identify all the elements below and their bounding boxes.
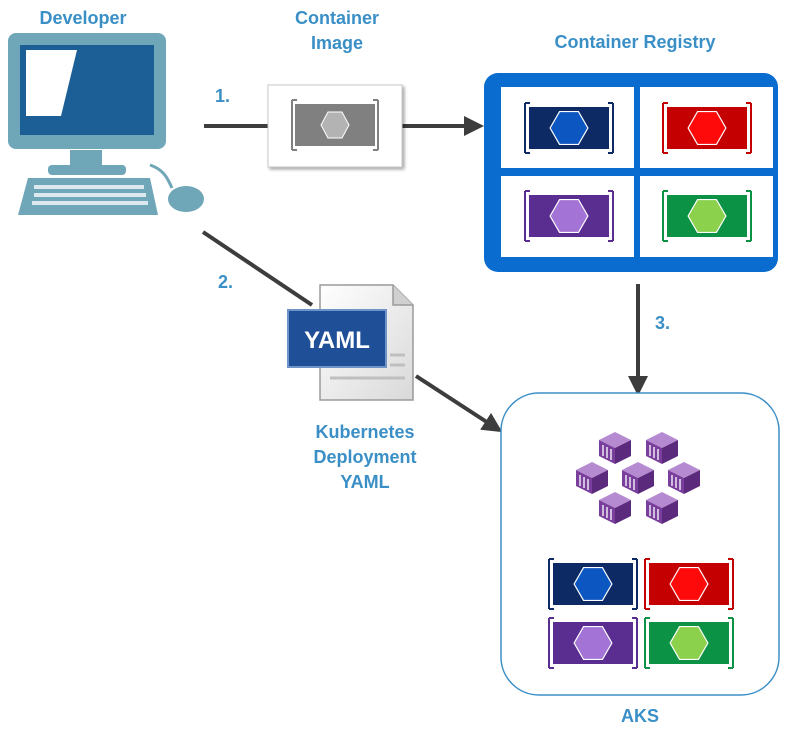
aks-label: AKS bbox=[620, 706, 659, 726]
container-image-label-line2: Image bbox=[310, 33, 364, 53]
registry-container-purple bbox=[524, 190, 614, 242]
kubernetes-yaml-label-line1: Kubernetes bbox=[315, 422, 415, 442]
kube-cube-2 bbox=[576, 462, 608, 494]
registry-containers bbox=[524, 102, 752, 242]
kube-cube-1 bbox=[646, 432, 678, 464]
step-3-label: 3. bbox=[655, 313, 671, 333]
registry-container-red bbox=[662, 102, 752, 154]
kube-cube-3 bbox=[622, 462, 654, 494]
aks-container-red bbox=[644, 558, 734, 610]
kube-cube-5 bbox=[599, 492, 631, 524]
kubernetes-yaml-label: Kubernetes Deployment YAML bbox=[290, 420, 440, 495]
kube-cube-6 bbox=[646, 492, 678, 524]
kubernetes-yaml-label-line3: YAML bbox=[340, 472, 390, 492]
container-image-label: Container Image bbox=[270, 6, 404, 56]
registry-container-blue bbox=[524, 102, 614, 154]
developer-label: Developer bbox=[39, 8, 127, 28]
arrow-developer-to-yaml bbox=[201, 230, 314, 307]
aks-container-blue bbox=[548, 558, 638, 610]
step-1-label: 1. bbox=[215, 86, 231, 106]
aks-container-green bbox=[644, 617, 734, 669]
step-2-label: 2. bbox=[218, 272, 234, 292]
aks-cluster-box bbox=[500, 392, 780, 696]
kubernetes-yaml-label-line2: Deployment bbox=[313, 447, 417, 467]
registry-container-green bbox=[662, 190, 752, 242]
desktop-computer-icon bbox=[8, 33, 204, 215]
yaml-file-icon: YAML bbox=[287, 284, 414, 401]
container-image-label-line1: Container bbox=[294, 8, 379, 28]
arrow-yaml-to-aks bbox=[414, 374, 503, 433]
yaml-badge-text: YAML bbox=[304, 327, 370, 354]
kube-cube-0 bbox=[599, 432, 631, 464]
kube-cube-4 bbox=[668, 462, 700, 494]
aks-containers bbox=[548, 558, 734, 669]
container-image-icon bbox=[267, 84, 403, 168]
aks-container-purple bbox=[548, 617, 638, 669]
container-registry-label: Container Registry bbox=[554, 32, 716, 52]
kubernetes-cluster-icon bbox=[576, 432, 700, 524]
